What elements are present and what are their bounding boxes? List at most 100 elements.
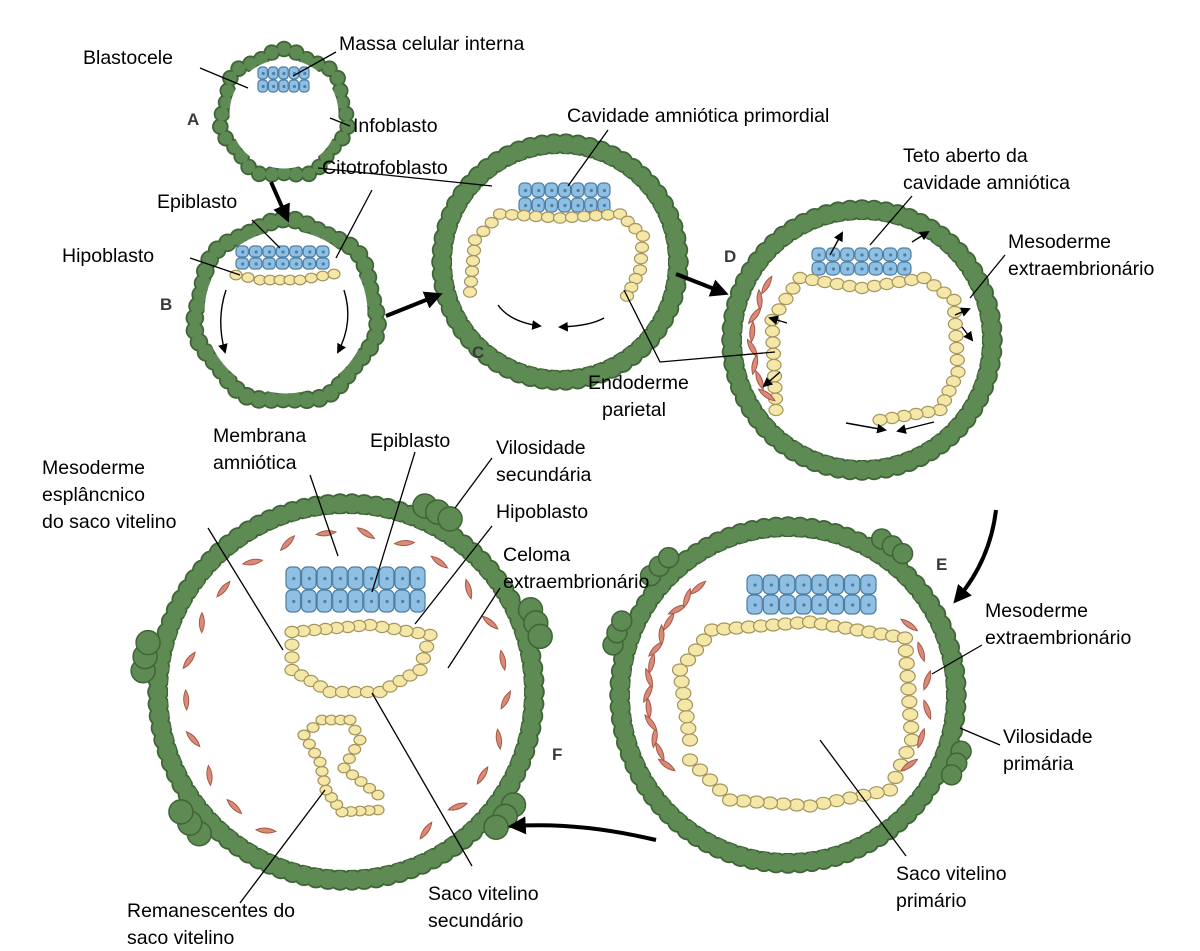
label-saco-vitelino-primario-1: Saco vitelino (896, 863, 1007, 885)
secondary-yolk-sac-f (284, 618, 438, 699)
cell-nucleus (261, 84, 265, 89)
yolk-sac-remnant-f (297, 714, 385, 818)
hypoblast-cell (540, 211, 556, 223)
trophoblast-cell (277, 42, 291, 56)
mesoderm-cell (756, 288, 763, 311)
hypoblast-cell (463, 275, 479, 288)
hypoblast-cell (415, 652, 431, 665)
trophoblast-cell (289, 167, 303, 181)
trophoblast-cell (524, 670, 543, 689)
cell-layer (229, 66, 966, 818)
hypoblast-cell (947, 305, 963, 319)
mesoderm-cell (761, 275, 773, 295)
hypoblast-cell (467, 234, 483, 246)
hypoblast-cell (897, 644, 914, 658)
trophoblast-cell (982, 319, 1001, 338)
mesoderm-cell (644, 714, 658, 732)
cell-nucleus (769, 603, 773, 607)
hypoblast-cell (866, 279, 883, 293)
inner-cell-mass-a (257, 66, 310, 93)
labels: Blastocele Massa celular interna Infobla… (42, 33, 1154, 949)
flow-arrow-d-roof-right (911, 230, 930, 243)
trophoblast-cell (357, 257, 373, 273)
cell-nucleus (323, 576, 327, 581)
hypoblast-cell (898, 656, 915, 671)
epiblast-b (235, 245, 330, 270)
cell-nucleus (602, 203, 607, 208)
hypoblast-cell (868, 786, 885, 800)
hypoblast-cell (916, 271, 932, 285)
hypoblast-cell (306, 722, 320, 733)
hypoblast-cell (348, 724, 362, 736)
hypoblast-cell (412, 663, 428, 677)
cell-nucleus (589, 203, 593, 208)
mesoderm-cell (500, 690, 511, 710)
leader-endoderme-parietal (623, 289, 776, 363)
hypoblast-cell (297, 729, 311, 741)
mesoderm-cell (683, 587, 691, 609)
cell-nucleus (576, 188, 580, 193)
hypoblast-cell (841, 791, 859, 805)
leader-epiblasto-f (371, 451, 416, 593)
cell-nucleus (294, 262, 299, 266)
hypoblast-cell (464, 265, 480, 277)
mesoderm-cell (900, 618, 919, 632)
mesoderm-cell (495, 728, 503, 751)
hypoblast-cell (634, 241, 650, 254)
hypoblast-cell (903, 733, 921, 747)
mesoderm-cell (481, 615, 499, 630)
hypoblast-cell (504, 209, 520, 221)
leader-celoma (447, 587, 501, 669)
cell-nucleus (385, 599, 389, 604)
leader-infoblasto (329, 117, 351, 127)
villus (527, 623, 553, 650)
cell-nucleus (834, 583, 838, 587)
hypoblast-cell (896, 631, 914, 645)
trophoblast-cell (946, 674, 965, 693)
trophoblast-cell (215, 107, 229, 121)
cell-nucleus (323, 599, 327, 604)
cell-nucleus (281, 250, 285, 254)
mesoderm-d (746, 275, 776, 402)
cell-nucleus (563, 188, 567, 193)
hypoblast-cell (926, 279, 942, 292)
label-vilosidade-secundaria-1: Vilosidade (496, 437, 586, 459)
label-endoderme-parietal-2: parietal (602, 399, 666, 421)
blastocyst-cavity (229, 59, 339, 169)
trophoblast-cell (322, 62, 336, 76)
cell-nucleus (292, 576, 296, 581)
label-celoma-2: extraembrionário (503, 571, 649, 593)
label-vilosidade-primaria-2: primária (1003, 753, 1074, 775)
trophoblast-cell (362, 281, 378, 297)
cell-nucleus (308, 250, 312, 254)
cell-nucleus (282, 71, 286, 76)
stage-letter-a: A (187, 110, 199, 129)
trophoblast-cell (213, 120, 227, 134)
hypoblast-cell (343, 714, 357, 726)
hypoblast-cell (628, 222, 643, 235)
cell-nucleus (272, 71, 276, 76)
trophoblast-cell (191, 334, 207, 350)
label-hipoblasto-f: Hipoblasto (496, 501, 588, 523)
cell-nucleus (589, 188, 593, 193)
label-vilosidade-secundaria-2: secundária (496, 464, 592, 486)
trophoblast-cell (277, 166, 291, 180)
hypoblast-cell (678, 710, 695, 724)
leader-epiblasto-b (251, 219, 281, 249)
cell-nucleus (818, 583, 822, 587)
label-teto-aberto-2: cavidade amniótica (903, 172, 1070, 194)
epiblast-c (518, 182, 611, 213)
cell-nucleus (860, 253, 864, 257)
hypoblast-cell (815, 796, 832, 810)
leader-membrana-amniotica (309, 474, 339, 557)
hypoblast-cell (612, 208, 628, 220)
cell-nucleus (888, 267, 893, 271)
arrow-a-to-b (269, 181, 290, 223)
leader-hipoblasto-b (189, 257, 241, 276)
trophoblast-cell (339, 107, 353, 121)
chorionic-sac-e (602, 516, 972, 874)
cell-nucleus (307, 599, 311, 604)
hypoblast-cell (317, 775, 331, 787)
label-endoderme-parietal-1: Endoderme (588, 372, 689, 394)
